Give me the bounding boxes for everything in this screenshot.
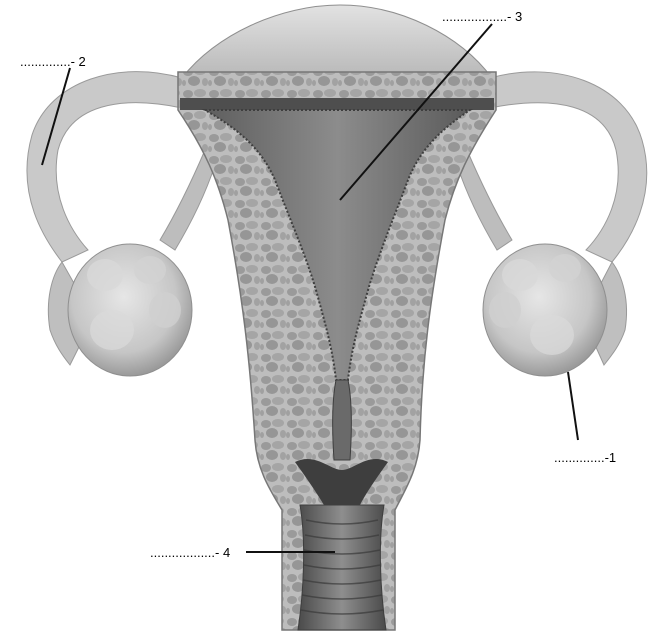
label-3: ..................- 3 bbox=[442, 10, 522, 23]
leader-line-1 bbox=[568, 372, 578, 440]
label-2: ..............- 2 bbox=[20, 55, 86, 68]
endometrium-top-band bbox=[180, 98, 494, 110]
right-ovary bbox=[483, 244, 607, 376]
label-1: ..............-1 bbox=[554, 451, 616, 464]
left-ovarian-ligament bbox=[160, 150, 215, 250]
left-ovary bbox=[68, 244, 192, 376]
cervical-canal bbox=[333, 380, 352, 460]
label-4: ..................- 4 bbox=[150, 546, 230, 559]
